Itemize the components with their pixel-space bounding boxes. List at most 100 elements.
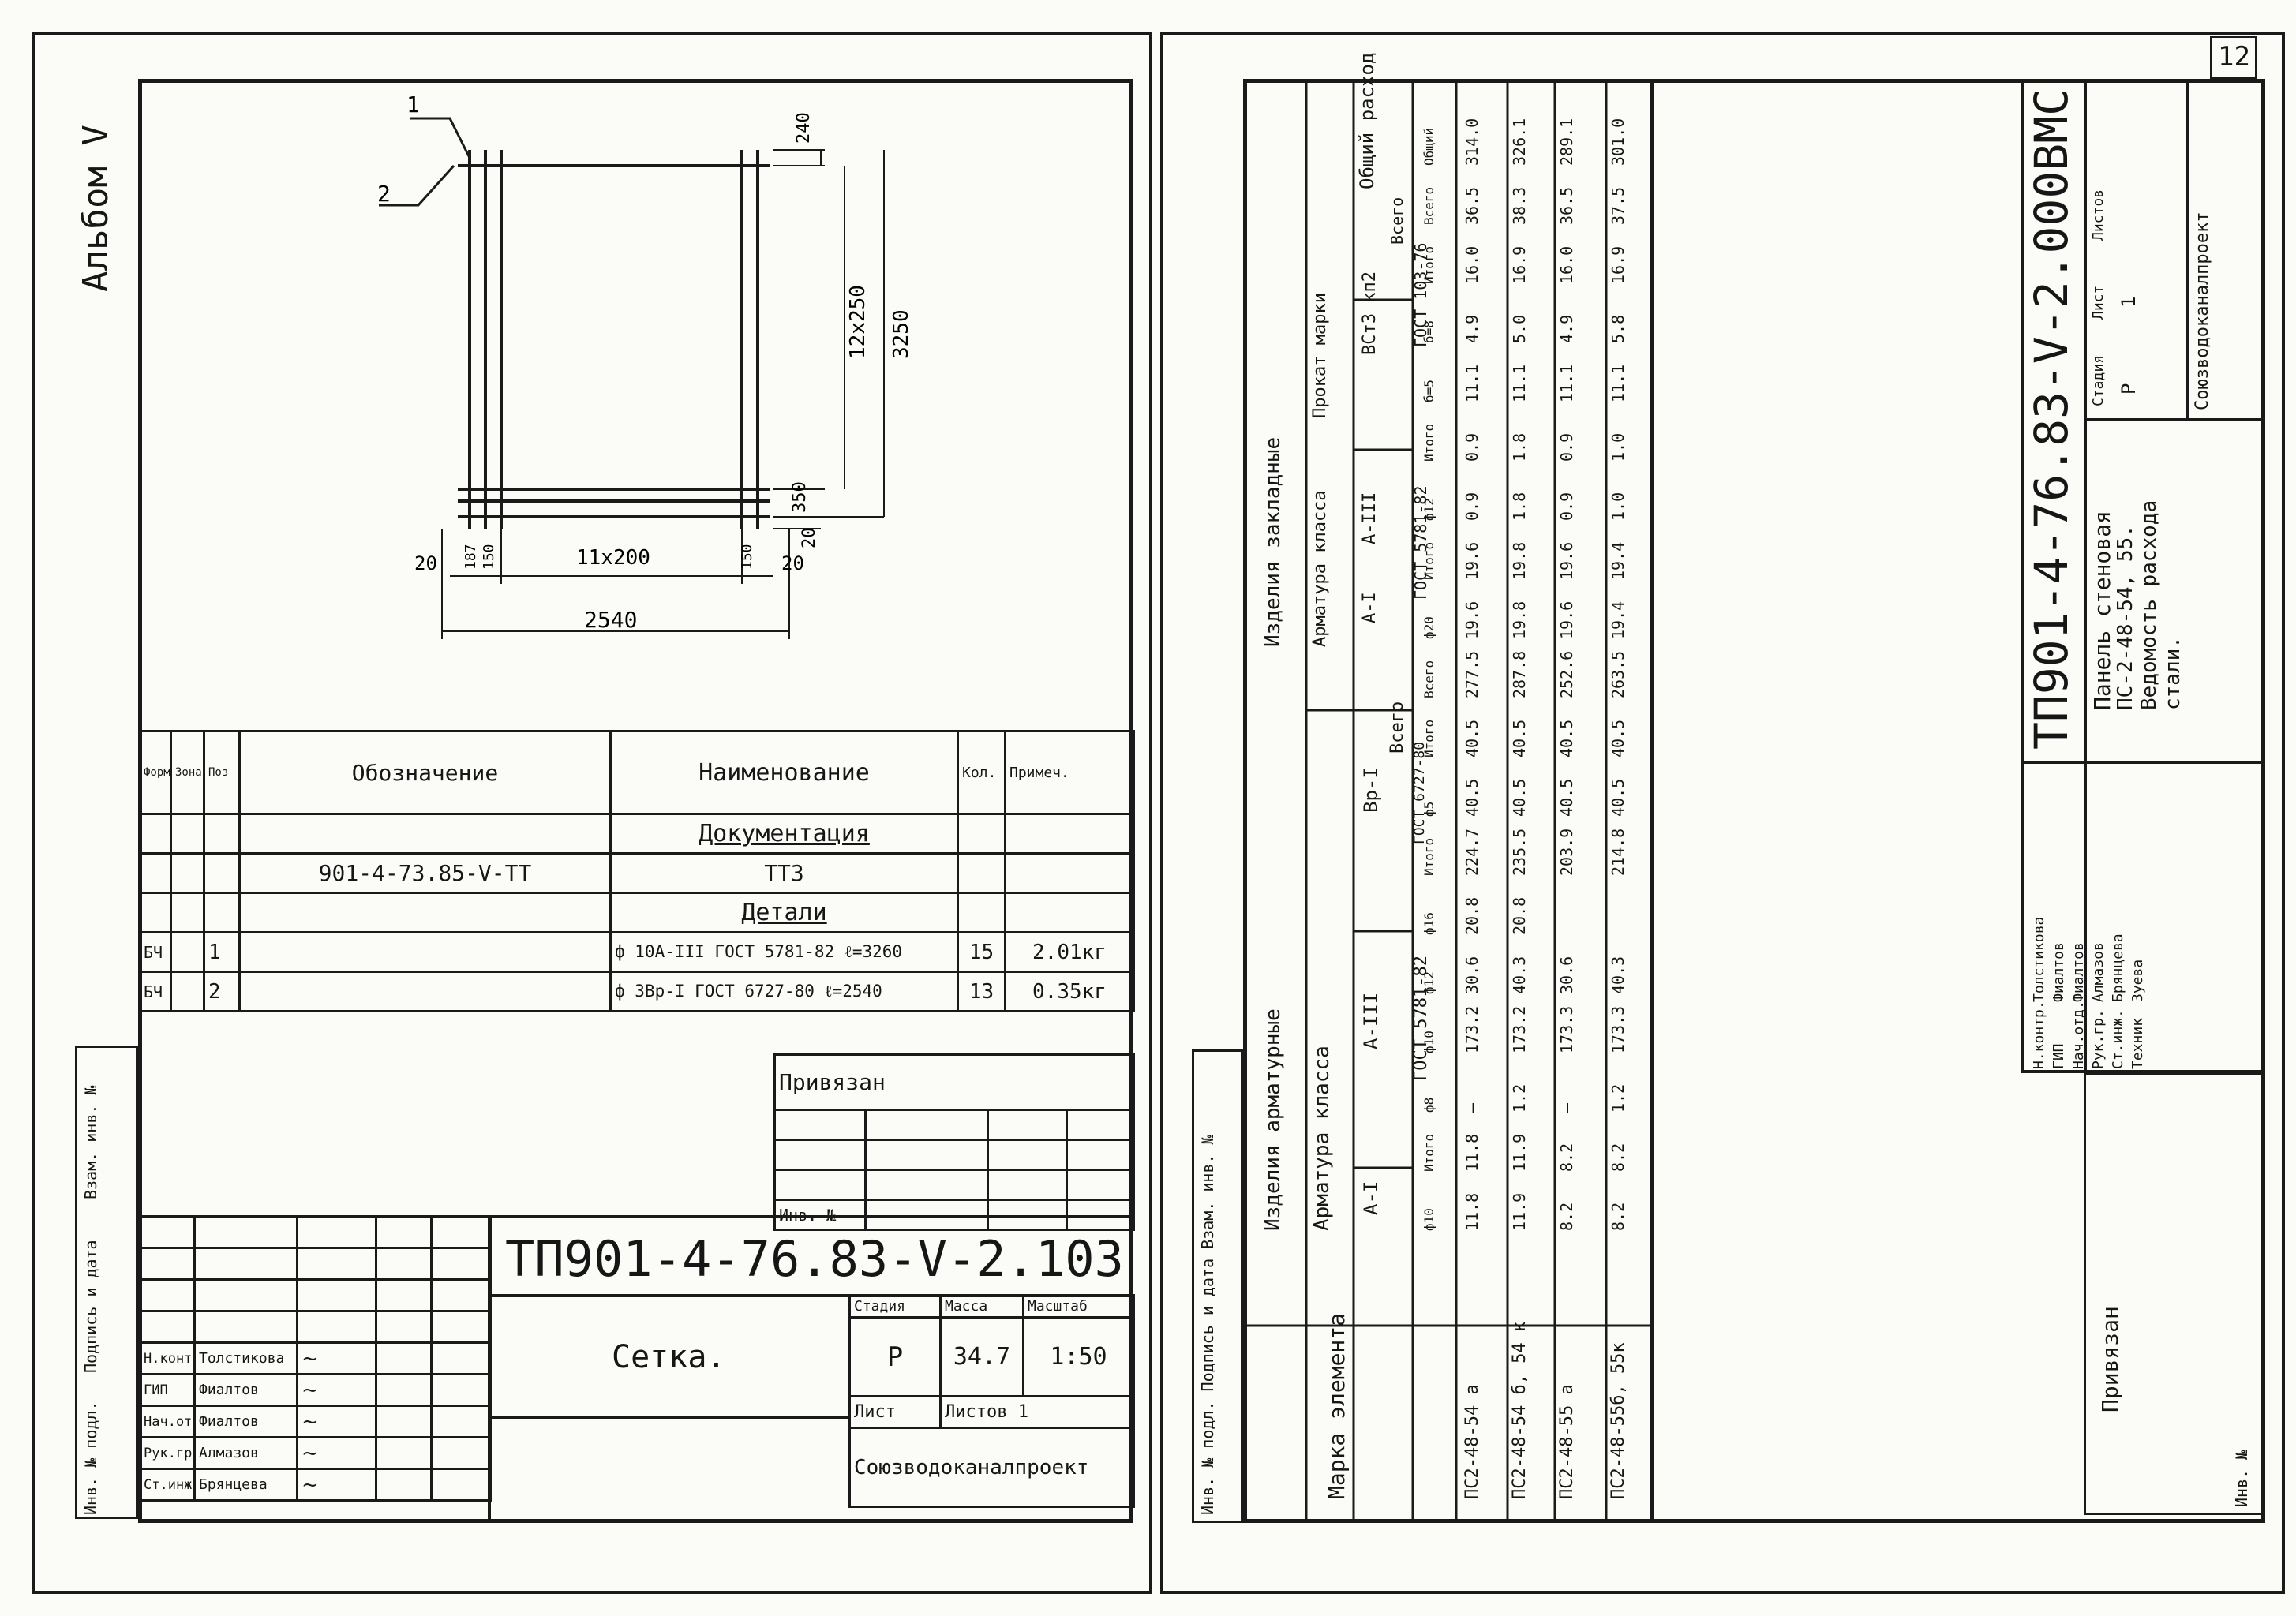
- role-label: ГИП: [2051, 1043, 2067, 1069]
- cell: 214.8: [1609, 828, 1627, 876]
- sub-header-row: ф10 Итого ф8 ф10 ф12 ф16 Итого ф5 Итого …: [1417, 103, 1452, 1239]
- cell: 19.6: [1463, 541, 1481, 580]
- spec-h-name: Наименование: [609, 730, 959, 815]
- cell: 173.3: [1557, 1005, 1576, 1053]
- person-name: Фиалтов: [193, 1405, 298, 1438]
- spec-cell: [1004, 813, 1135, 855]
- spec-h-note: Примеч.: [1004, 730, 1135, 815]
- cell: 173.2: [1463, 1005, 1481, 1053]
- row-mark: ПС2-48-54 б, 54 к: [1510, 1321, 1530, 1499]
- cell: 11.9: [1510, 1133, 1529, 1172]
- cell: 30.6: [1463, 956, 1481, 994]
- dim-left-20: 20: [414, 552, 437, 574]
- drawing-code-right: ТП901-4-76.83-V-2.000ВМС: [2024, 88, 2078, 750]
- title-code-divider: [488, 1294, 1133, 1297]
- cell: 224.7: [1463, 828, 1481, 876]
- stage-label: Стадия: [848, 1294, 942, 1319]
- spec-section-details: Детали: [609, 892, 959, 933]
- cell: 30.6: [1557, 956, 1576, 994]
- description-1: Панель стеновая: [2089, 511, 2115, 710]
- cell: 1.0: [1609, 492, 1627, 521]
- spec-cell: [238, 931, 612, 973]
- signature: ~: [296, 1405, 377, 1438]
- cell: 40.3: [1609, 956, 1627, 994]
- spec-cell: [238, 892, 612, 933]
- cell: 8.2: [1557, 1143, 1576, 1172]
- role-label: ГИП: [138, 1373, 196, 1407]
- sub-h: ф12: [1421, 498, 1436, 521]
- spec-cell: [238, 813, 612, 855]
- spec-cell: [957, 852, 1006, 894]
- sub-h: ф16: [1421, 912, 1436, 935]
- spec-cell: [238, 971, 612, 1012]
- cell: 16.0: [1557, 245, 1576, 284]
- spec-h-qty: Кол.: [957, 730, 1006, 815]
- page-number-box: [2210, 36, 2257, 79]
- sub-h: Итого: [1421, 1133, 1436, 1172]
- dim-bottom-a: 350: [790, 481, 810, 513]
- sub-h: Итого: [1421, 719, 1436, 758]
- spec-cell: 1: [203, 931, 241, 973]
- cell: 277.5: [1463, 650, 1481, 698]
- steel-consumption-table: [1243, 79, 1654, 1523]
- cell: 5.8: [1609, 314, 1627, 343]
- h-arm-class: Арматура класса: [1310, 1046, 1334, 1231]
- scale-value: 1:50: [1022, 1316, 1135, 1397]
- cell: 0.9: [1557, 432, 1576, 462]
- spec-row: 901-4-73.85-V-ТТ ТТЗ: [138, 852, 1135, 894]
- cell: 1.2: [1510, 1083, 1529, 1113]
- spec-cell: [957, 813, 1006, 855]
- steel-table-grid: [1243, 79, 1654, 1523]
- dim-right-150: 150: [739, 544, 755, 570]
- cell: 173.2: [1510, 1005, 1529, 1053]
- cell: 20.8: [1463, 896, 1481, 935]
- cell: —: [1557, 1102, 1576, 1113]
- privyazan-title-right: Привязан: [2097, 1306, 2123, 1412]
- spec-designation-tt: 901-4-73.85-V-ТТ: [238, 852, 612, 894]
- sheets-label-right: Листов: [2090, 189, 2107, 241]
- cell: 16.9: [1609, 245, 1627, 284]
- h-arm-class-2: Арматура класса: [1310, 490, 1330, 647]
- left-side-strip: [75, 1046, 138, 1519]
- cell: 19.6: [1557, 600, 1576, 639]
- cell: 11.1: [1463, 364, 1481, 402]
- spec-row: Детали: [138, 892, 1135, 933]
- cell: 1.2: [1609, 1083, 1627, 1113]
- cell: 301.0: [1609, 118, 1627, 166]
- role-label: Н.контр.: [2031, 1001, 2047, 1069]
- callout-2: 2: [377, 181, 391, 207]
- cell: 16.9: [1510, 245, 1529, 284]
- cell: 326.1: [1510, 118, 1529, 166]
- title-block-right-divider-2: [2186, 79, 2189, 418]
- h-embed: Изделия закладные: [1261, 436, 1285, 647]
- spec-cell: [138, 892, 172, 933]
- sub-h: ф5: [1421, 801, 1436, 817]
- left-sheet-frame: [32, 32, 1152, 1594]
- cell: 8.2: [1609, 1143, 1627, 1172]
- sub-h: ф20: [1421, 616, 1436, 639]
- cell: 38.3: [1510, 186, 1529, 225]
- drawing-name-left: Сетка.: [612, 1339, 726, 1375]
- role-label: Нач.отд.: [2070, 1001, 2087, 1069]
- dim-height: 3250: [890, 309, 913, 359]
- sub-h: ф10: [1421, 1208, 1436, 1231]
- cell: 173.3: [1609, 1005, 1627, 1053]
- stage-value-right: Р: [2118, 383, 2140, 395]
- spec-cell: [957, 892, 1006, 933]
- org-name-right: Союзводоканалпроект: [2193, 211, 2212, 410]
- description-3: Ведомость расхода: [2137, 499, 2161, 710]
- sub-h: Всего: [1421, 660, 1436, 698]
- right-side-strip-box: [1192, 1049, 1243, 1523]
- h-mark: Марка элемента: [1324, 1312, 1350, 1499]
- title-left-divider: [488, 1215, 491, 1523]
- dim-spacing-h: 11x200: [576, 546, 650, 570]
- person-name: Зуева: [2129, 959, 2146, 1002]
- cell: 16.0: [1463, 245, 1481, 284]
- h-AIII: A-III: [1360, 992, 1382, 1049]
- spec-h-format: Формат: [138, 730, 172, 815]
- spec-cell: БЧ: [138, 931, 172, 973]
- callout-1-leader: [410, 117, 471, 159]
- drawing-code-left: ТП901-4-76.83-V-2.103: [505, 1230, 1124, 1288]
- person-name: Фиалтов: [2051, 942, 2067, 1002]
